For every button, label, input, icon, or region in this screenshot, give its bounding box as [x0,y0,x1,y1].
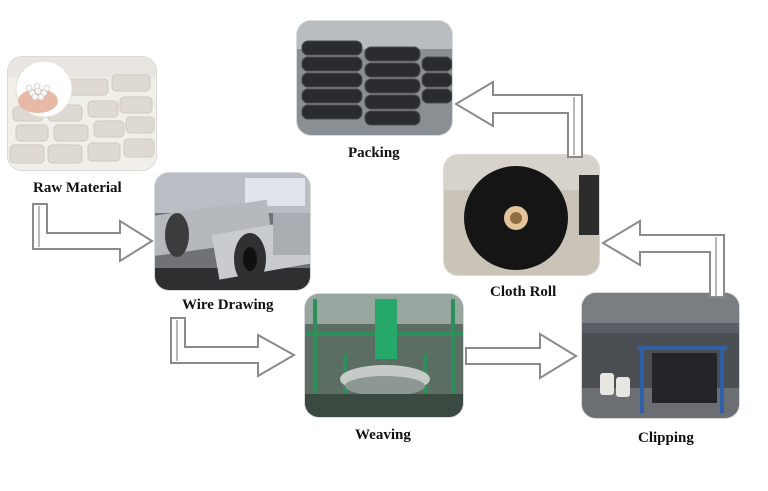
arrow-clipping-to-cloth [601,219,725,298]
arrow-raw-to-wire [32,203,154,263]
weaving-photo [305,294,463,417]
clipping-label: Clipping [638,430,694,446]
packing-photo [297,21,452,135]
raw-material-photo [8,57,156,170]
packing-label: Packing [348,145,400,161]
arrow-weaving-to-clipping [465,332,578,380]
arrow-wire-to-weaving [170,317,297,378]
cloth-roll-photo [444,155,599,275]
raw-material-label: Raw Material [33,180,122,196]
wire-drawing-label: Wire Drawing [182,297,274,313]
weaving-label: Weaving [355,427,411,443]
wire-drawing-photo [155,173,310,290]
cloth-roll-label: Cloth Roll [490,284,557,300]
arrow-cloth-to-packing [454,80,583,158]
